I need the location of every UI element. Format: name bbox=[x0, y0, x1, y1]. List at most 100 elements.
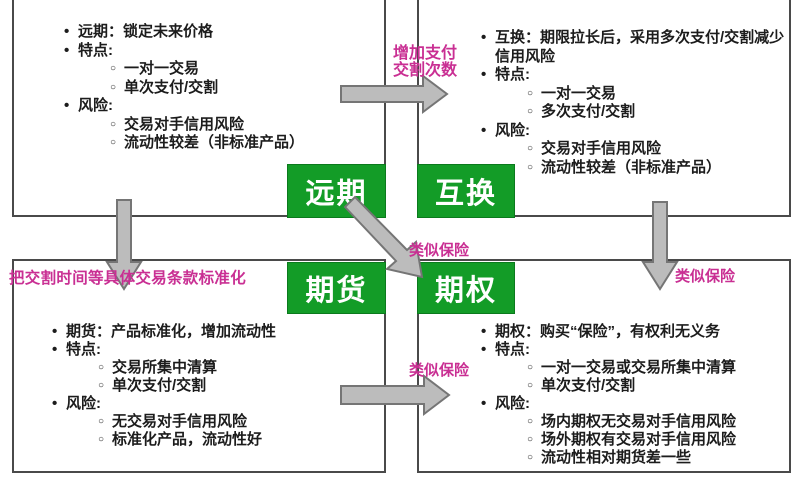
list-item-text: 一对一交易或交易所集中清算 bbox=[541, 359, 737, 376]
similar-insurance-label-diagonal: 类似保险 bbox=[409, 242, 470, 259]
forward-detail-box: • 远期：锁定未来价格 • 特点: ○ 一对一交易 ○ 单次支付/交割 • 风险: ○ 交易… bbox=[12, 0, 386, 217]
list-item-text: 单次支付/交割 bbox=[124, 78, 219, 96]
circle-bullet-icon: ○ bbox=[98, 434, 105, 445]
list-item: ○ 一对一交易或交易所集中清算 bbox=[527, 359, 785, 377]
list-item-text: 交易对手信用风险 bbox=[541, 140, 662, 157]
circle-bullet-icon: ○ bbox=[527, 143, 534, 154]
pay-frequency-label: 增加支付 交割次数 bbox=[392, 45, 457, 79]
list-item: ○ 单次支付/交割 bbox=[527, 377, 785, 395]
list-item: • 特点: bbox=[52, 341, 380, 359]
list-item-text: 互换：期限拉长后，采用多次支付/交割减少信用风险 bbox=[495, 29, 785, 65]
list-item-text: 远期：锁定未来价格 bbox=[78, 23, 214, 40]
bullet-icon: • bbox=[481, 395, 487, 412]
list-item-text: 单次支付/交割 bbox=[112, 377, 207, 394]
swap-node: 互换 bbox=[417, 164, 515, 218]
list-item: ○ 一对一交易 bbox=[110, 60, 380, 79]
circle-bullet-icon: ○ bbox=[527, 362, 534, 373]
list-item-text: 风险: bbox=[495, 395, 530, 412]
bullet-icon: • bbox=[481, 29, 487, 46]
list-item-text: 特点: bbox=[495, 341, 530, 358]
list-item-text: 场内期权无交易对手信用风险 bbox=[541, 413, 737, 430]
list-item-text: 期货：产品标准化，增加流动性 bbox=[66, 323, 277, 340]
bullet-icon: • bbox=[481, 341, 487, 358]
options-detail-list: • 期权：购买“保险”，有权利无义务 • 特点: ○ 一对一交易或交易所集中清算 ○ 单… bbox=[419, 323, 785, 467]
list-item: ○场外期权有交易对手信用风险 bbox=[527, 431, 785, 449]
list-item-text: 单次支付/交割 bbox=[541, 377, 636, 394]
bullet-icon: • bbox=[52, 323, 58, 340]
list-item: ○ 交易所集中清算 bbox=[98, 359, 380, 377]
list-item-text: 多次支付/交割 bbox=[541, 103, 636, 120]
list-item: • 期权：购买“保险”，有权利无义务 bbox=[481, 323, 785, 341]
circle-bullet-icon: ○ bbox=[527, 416, 534, 427]
list-item-text: 一对一交易 bbox=[541, 84, 617, 102]
forward-node: 远期 bbox=[287, 164, 386, 218]
futures-detail-list: • 期货：产品标准化，增加流动性 • 特点: ○ 交易所集中清算 ○ 单次支付/交割 •… bbox=[14, 323, 380, 449]
futures-node: 期货 bbox=[287, 262, 386, 314]
list-item-text: 标准化产品，流动性好 bbox=[112, 431, 263, 448]
bullet-icon: • bbox=[64, 41, 70, 59]
list-item: ○ 交易对手信用风险 bbox=[527, 140, 785, 159]
swap-detail-list: • 互换：期限拉长后，采用多次支付/交割减少信用风险 • 特点: ○ 一对一交易 ○ 多… bbox=[419, 29, 785, 177]
list-item: • 风险: bbox=[52, 395, 380, 413]
list-item: ○ 场内期权无交易对手信用风险 bbox=[527, 413, 785, 431]
list-item-text: 特点: bbox=[78, 41, 113, 59]
bullet-icon: • bbox=[64, 23, 70, 40]
list-item: • 特点: bbox=[481, 341, 785, 359]
bullet-icon: • bbox=[481, 121, 487, 139]
list-item-text: 流动性较差（非标准产品） bbox=[541, 158, 722, 176]
list-item-text: 风险: bbox=[495, 121, 530, 139]
standardize-label: 把交割时间等具体交易条款标准化 bbox=[9, 270, 247, 287]
list-item: ○ 一对一交易 bbox=[527, 85, 785, 104]
list-item: • 风险: bbox=[481, 122, 785, 141]
circle-bullet-icon: ○ bbox=[98, 416, 105, 427]
circle-bullet-icon: ○ bbox=[527, 452, 534, 463]
bullet-icon: • bbox=[481, 323, 487, 340]
list-item: ○ 流动性相对期货差一些 bbox=[527, 449, 785, 467]
list-item-text: 流动性相对期货差一些 bbox=[541, 449, 692, 466]
list-item-text: 风险: bbox=[78, 97, 113, 114]
list-item: ○ 单次支付/交割 bbox=[110, 79, 380, 98]
list-item-text: 一对一交易 bbox=[124, 60, 200, 77]
list-item-text: 流动性较差（非标准产品） bbox=[124, 134, 305, 151]
list-item: • 风险: bbox=[481, 395, 785, 413]
list-item: • 期货：产品标准化，增加流动性 bbox=[52, 323, 380, 341]
list-item-text: 风险: bbox=[66, 395, 101, 412]
bullet-icon: • bbox=[52, 395, 58, 412]
list-item: ○ 流动性较差（非标准产品） bbox=[527, 159, 785, 178]
bullet-icon: • bbox=[481, 66, 487, 83]
list-item: • 风险: bbox=[64, 97, 380, 116]
list-item-text: 无交易对手信用风险 bbox=[112, 413, 248, 430]
list-item: ○ 无交易对手信用风险 bbox=[98, 413, 380, 431]
list-item-text: 特点: bbox=[66, 341, 101, 358]
forward-detail-list: • 远期：锁定未来价格 • 特点: ○ 一对一交易 ○ 单次支付/交割 • 风险: ○ 交易… bbox=[14, 23, 380, 153]
circle-bullet-icon: ○ bbox=[527, 106, 534, 117]
similar-insurance-label-bottom: 类似保险 bbox=[409, 362, 470, 379]
circle-bullet-icon: ○ bbox=[527, 161, 534, 173]
circle-bullet-icon: ○ bbox=[527, 434, 534, 445]
list-item: • 特点: bbox=[64, 42, 380, 61]
list-item: • 互换：期限拉长后，采用多次支付/交割减少信用风险 bbox=[481, 29, 785, 66]
similar-insurance-label-right: 类似保险 bbox=[675, 268, 736, 285]
circle-bullet-icon: ○ bbox=[110, 81, 117, 93]
bullet-icon: • bbox=[64, 97, 70, 114]
list-item: • 特点: bbox=[481, 66, 785, 85]
circle-bullet-icon: ○ bbox=[527, 87, 534, 99]
bullet-icon: • bbox=[52, 341, 58, 358]
circle-bullet-icon: ○ bbox=[527, 380, 534, 391]
list-item-text: 交易所集中清算 bbox=[112, 359, 218, 376]
list-item: ○ 多次支付/交割 bbox=[527, 103, 785, 122]
list-item: • 远期：锁定未来价格 bbox=[64, 23, 380, 42]
list-item-text: 期权：购买“保险”，有权利无义务 bbox=[495, 323, 721, 340]
list-item: ○ 标准化产品，流动性好 bbox=[98, 431, 380, 449]
list-item-text: 特点: bbox=[495, 66, 530, 83]
circle-bullet-icon: ○ bbox=[98, 380, 105, 391]
circle-bullet-icon: ○ bbox=[110, 118, 117, 130]
list-item: ○ 流动性较差（非标准产品） bbox=[110, 134, 380, 153]
circle-bullet-icon: ○ bbox=[110, 63, 117, 74]
list-item-text: 交易对手信用风险 bbox=[124, 115, 245, 133]
circle-bullet-icon: ○ bbox=[110, 137, 117, 148]
list-item: ○ 单次支付/交割 bbox=[98, 377, 380, 395]
options-node: 期权 bbox=[417, 262, 515, 314]
circle-bullet-icon: ○ bbox=[98, 362, 105, 373]
